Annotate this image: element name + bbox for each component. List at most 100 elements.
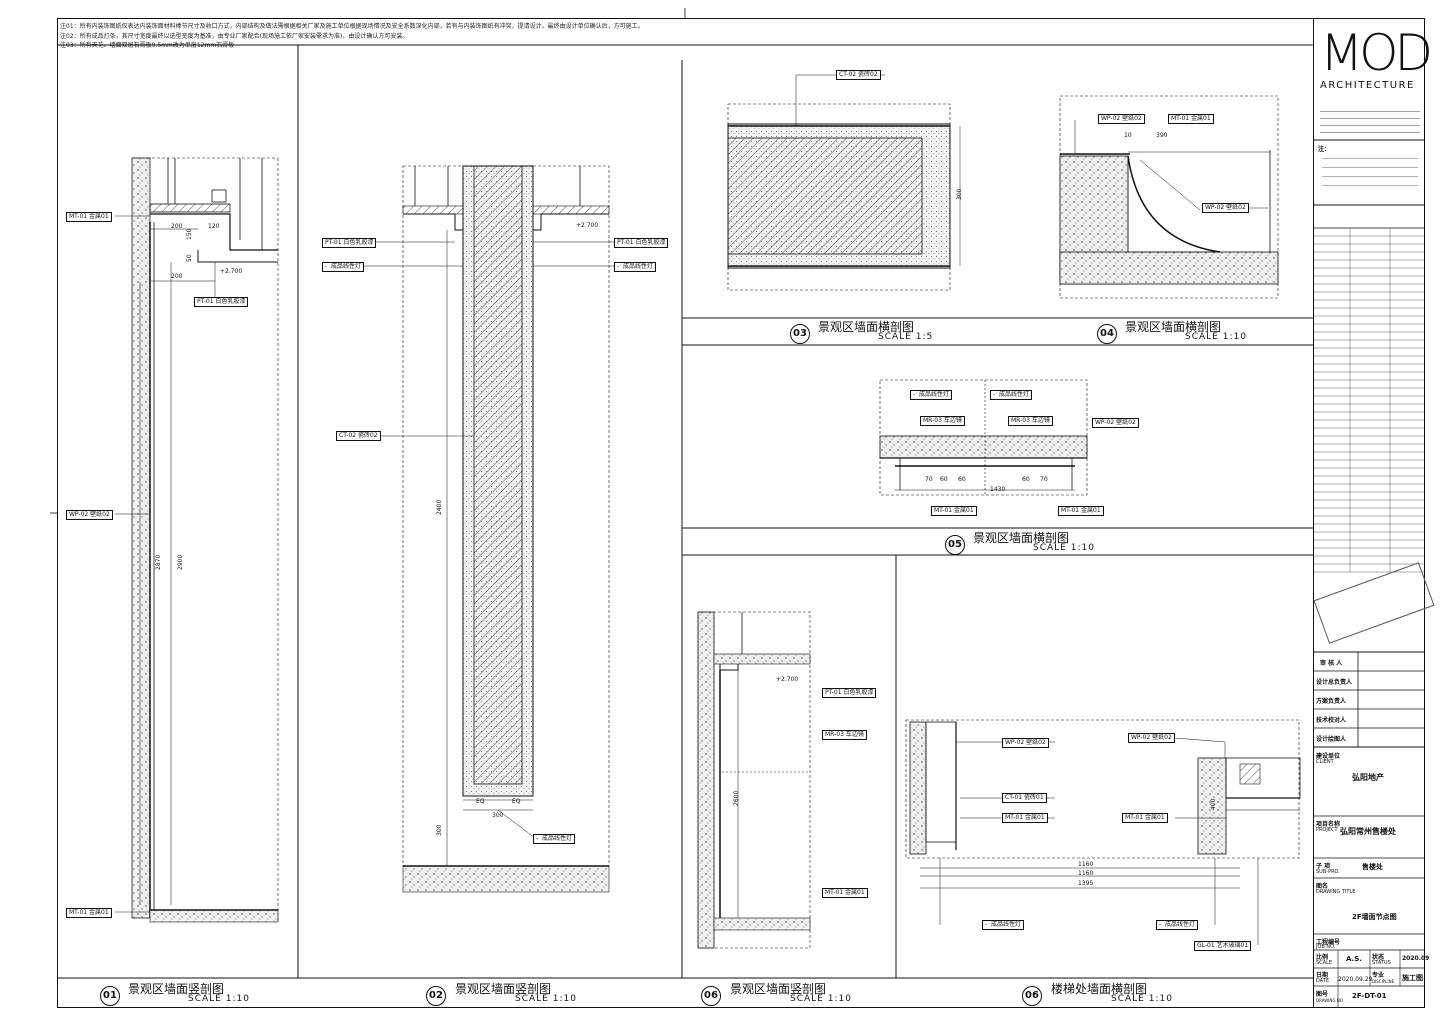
tag-pt01-s02b: PT-01 白色乳胶漆 [614, 238, 669, 248]
company-logo-subtitle: ARCHITECTURE [1320, 80, 1415, 91]
date-label-en: DATE [1316, 978, 1330, 984]
tag-light-s06b: - 成品线性灯 [1156, 920, 1199, 930]
drawing-title-label: 图名 [1316, 883, 1329, 890]
role-drafter: 设计绘图人 [1316, 736, 1347, 743]
section-number-06b: 06 [1022, 986, 1042, 1006]
dim-200-a: 200 [171, 223, 183, 230]
tag-ct02-s02: CT-02 瓷砖02 [336, 431, 381, 441]
tag-light-s06a: - 成品线性灯 [982, 920, 1025, 930]
tag-mt01-s06: MT-01 金属01 [822, 888, 868, 898]
sub-project-label: 子 项 [1316, 863, 1331, 870]
section-scale-06b: SCALE 1:10 [1111, 994, 1173, 1004]
section-scale-01: SCALE 1:10 [188, 994, 250, 1004]
notes-text [1322, 154, 1418, 194]
client-label-en: CLIENT [1316, 759, 1334, 765]
dim-1430: 1430 [990, 486, 1006, 493]
dim-2400: 2400 [436, 499, 443, 515]
project-name: 弘阳常州售楼处 [1340, 827, 1396, 836]
section-scale-02: SCALE 1:10 [515, 994, 577, 1004]
dim-120: 120 [208, 223, 220, 230]
job-no-label: 工程编号 [1316, 939, 1341, 946]
section-scale-06a: SCALE 1:10 [790, 994, 852, 1004]
section-number-01: 01 [100, 986, 120, 1006]
tag-ct02-s03: CT-02 瓷砖02 [836, 70, 881, 80]
dim-2900: 2900 [177, 554, 184, 570]
tag-mr03-s05a: MR-03 车边镜 [920, 416, 965, 426]
tag-mt01-s01a: MT-01 金属01 [66, 212, 112, 222]
section-number-04: 04 [1097, 324, 1117, 344]
tag-gl01-s06: GL-01 艺术玻璃01 [1194, 941, 1252, 951]
dim-300-s03: 300 [956, 188, 963, 200]
dim-2870: 2870 [155, 554, 162, 570]
discipline-label: 专业 [1372, 972, 1385, 979]
date-value: 2020.09.29 [1338, 976, 1373, 983]
tag-ct01-s06: CT-01 瓷砖01 [1002, 793, 1047, 803]
sub-project-name: 售楼处 [1362, 863, 1383, 871]
discipline-label-en: DISCIPLINE [1372, 979, 1395, 984]
tag-pt01-s02a: PT-01 白色乳胶漆 [322, 238, 377, 248]
note-2: 注02：所有成品灯条，其尺寸宽度最终以选型宽度为基准，由专业厂家配合(现场施工依… [60, 32, 409, 40]
drawing-sheet-frame [57, 18, 1425, 1008]
dim-1160-b: 1160 [1078, 870, 1094, 877]
section-title-01: 景观区墙面竖剖图 [128, 982, 225, 996]
tag-light-s05b: - 成品线性灯 [990, 390, 1033, 400]
dim-70-a: 70 [925, 476, 933, 483]
scale-value: A.S. [1346, 955, 1362, 963]
level-2700-s01: +2.700 [220, 268, 243, 275]
section-scale-04: SCALE 1:10 [1185, 332, 1247, 342]
dim-300-w: 300 [492, 812, 504, 819]
dim-50: 50 [186, 254, 193, 262]
client-name: 弘阳地产 [1352, 773, 1384, 782]
dim-1160-a: 1160 [1078, 861, 1094, 868]
section-title-05: 景观区墙面横剖图 [973, 531, 1070, 545]
section-number-02: 02 [426, 986, 446, 1006]
section-title-04: 景观区墙面横剖图 [1125, 320, 1222, 334]
drawing-no-label-en: DRAWING NO. [1316, 998, 1344, 1003]
section-title-02: 景观区墙面竖剖图 [455, 982, 552, 996]
tag-wp02-s05: WP-02 壁纸02 [1092, 418, 1139, 428]
project-label-en: PROJECT [1316, 827, 1338, 833]
company-info-text [1320, 108, 1420, 134]
note-3: 注03：所有天花、墙面双层石膏板9.5mm改为单层12mm石膏板 [60, 42, 235, 50]
note-1: 注01：所有内装饰图纸仅表达内装饰面材料棒节尺寸及收口方式，内部结构及做法需根据… [60, 23, 644, 30]
dim-2600: 2600 [733, 790, 740, 806]
role-checker: 技术校对人 [1316, 717, 1347, 724]
scale-label: 比例 [1316, 954, 1329, 961]
dim-300-s02: 300 [436, 824, 443, 836]
tag-pt01-s06: PT-01 白色乳胶漆 [822, 688, 877, 698]
dim-10: 10 [1124, 132, 1132, 139]
dim-eq-a: EQ [476, 798, 485, 805]
tag-mt01-s01b: MT-01 金属01 [66, 908, 112, 918]
status-value: 2020.09 [1402, 955, 1430, 962]
title-block [1313, 18, 1425, 1008]
date-label: 日期 [1316, 972, 1329, 979]
role-design-lead: 设计总负责人 [1316, 679, 1353, 686]
dim-390: 390 [1156, 132, 1168, 139]
dim-60-b: 60 [958, 476, 966, 483]
section-scale-05: SCALE 1:10 [1033, 543, 1095, 553]
general-notes: 注01：所有内装饰图纸仅表达内装饰面材料棒节尺寸及收口方式，内部结构及做法需根据… [60, 22, 644, 51]
sub-project-label-en: SUB-PRO. [1316, 869, 1340, 875]
status-label: 状态 [1372, 954, 1385, 961]
section-title-06b: 楼梯处墙面横剖图 [1051, 982, 1148, 996]
discipline-value: 施工图 [1402, 974, 1423, 982]
scale-label-en: SCALE [1316, 960, 1333, 966]
notes-label: 注： [1318, 146, 1331, 153]
tag-mt01-s06a: MT-01 金属01 [1002, 813, 1048, 823]
dim-1395: 1395 [1078, 880, 1094, 887]
tag-wp02-s04a: WP-02 壁纸02 [1098, 114, 1145, 124]
tag-light-s05a: - 成品线性灯 [910, 390, 953, 400]
job-no-label-en: JOB NO. [1316, 944, 1336, 950]
section-number-06a: 06 [701, 986, 721, 1006]
tag-wp02-s01: WP-02 壁纸02 [66, 510, 113, 520]
dim-70-b: 70 [1040, 476, 1048, 483]
role-reviewer: 审 核 人 [1320, 660, 1343, 667]
tag-mt01-s06b: MT-01 金属01 [1122, 813, 1168, 823]
section-title-03: 景观区墙面横剖图 [818, 320, 915, 334]
status-label-en: STATUS [1372, 960, 1391, 966]
tag-mr03-s06: MR-03 车边镜 [822, 730, 867, 740]
dim-200-b: 200 [171, 273, 183, 280]
section-title-06a: 景观区墙面竖剖图 [730, 982, 827, 996]
tag-mt01-s05b: MT-01 金属01 [1058, 506, 1104, 516]
